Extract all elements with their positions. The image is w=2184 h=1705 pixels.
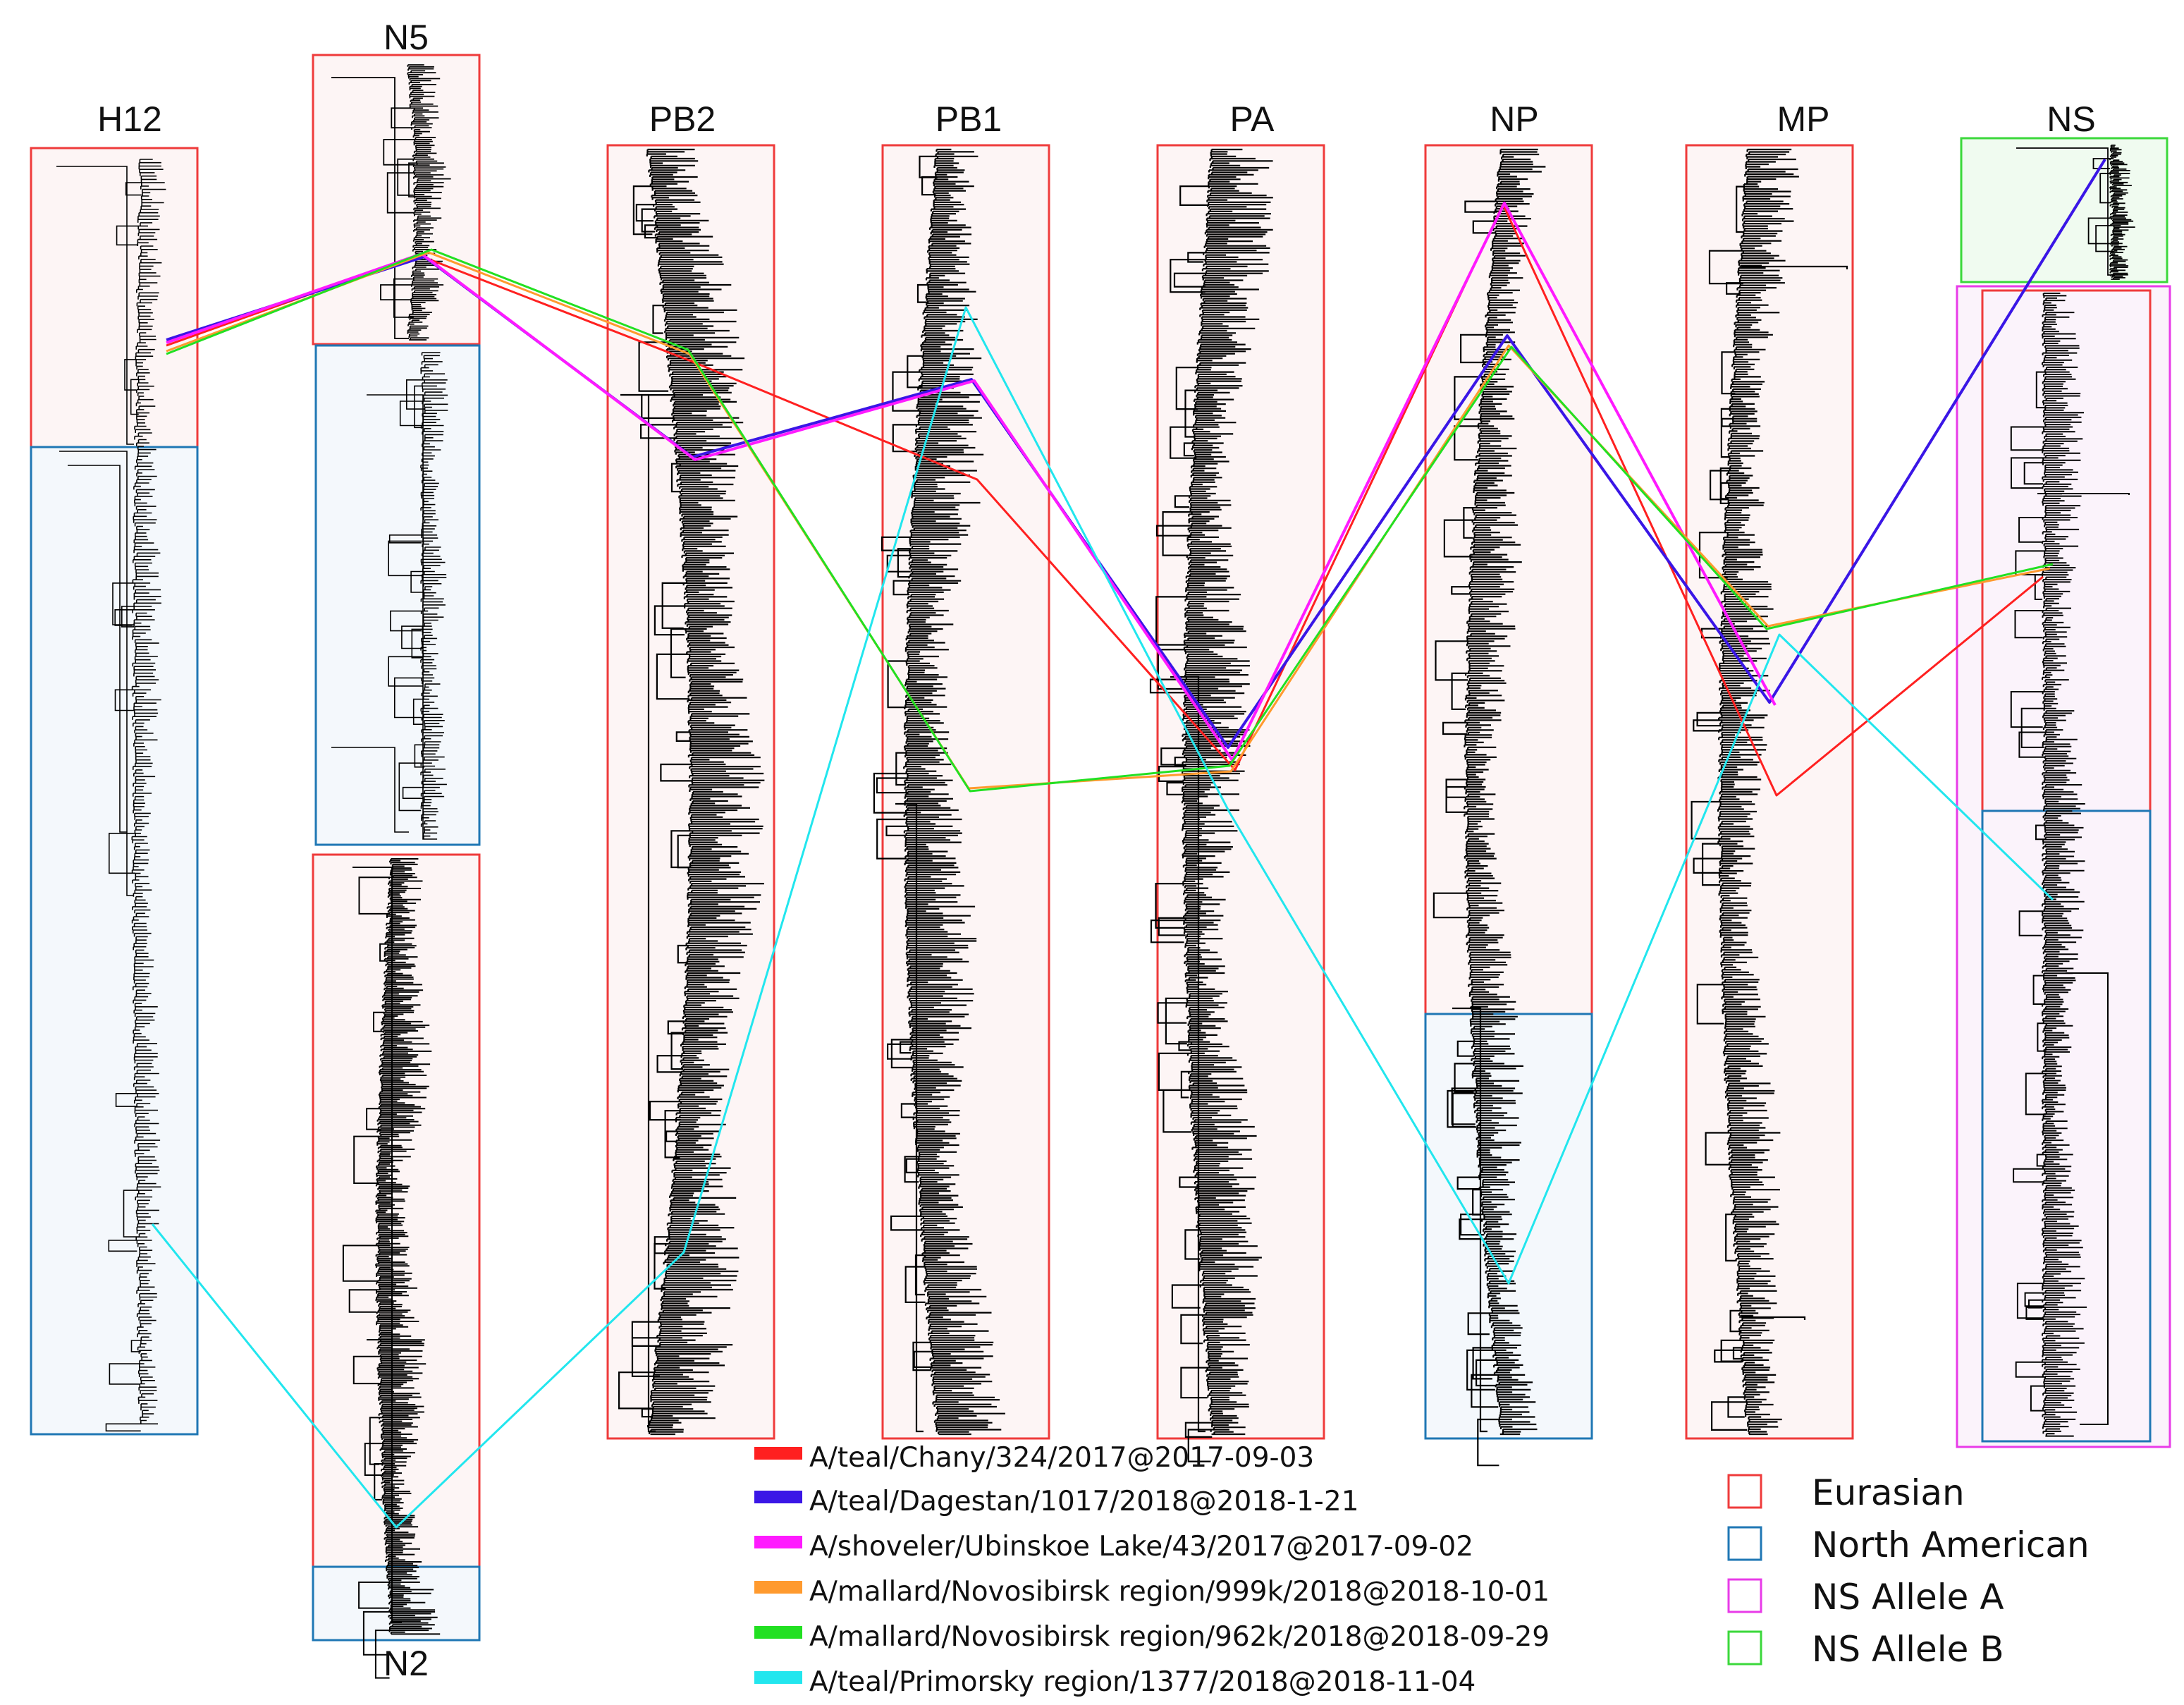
h12-eurasian-box <box>30 147 199 448</box>
legend-swatch-strain-6 <box>754 1671 802 1684</box>
h12-north-american-box <box>30 446 199 1436</box>
strain-track-4 <box>166 251 2051 790</box>
segment-title-n5: N5 <box>384 18 429 57</box>
n5-eurasian-box <box>312 54 481 346</box>
legend-label-strain-2: A/teal/Dagestan/1017/2018@2018-1-21 <box>809 1486 1359 1517</box>
n5-north-american-box <box>314 344 481 846</box>
segment-title-n2: N2 <box>384 1644 429 1683</box>
tree-n5-eurasian-branches <box>331 64 451 341</box>
strain-track-1 <box>166 203 2044 797</box>
tree-ns-allele-b-branches <box>2016 145 2135 280</box>
legend-label-strain-5: A/mallard/Novosibirsk region/962k/2018@2… <box>809 1621 1550 1653</box>
tree-pb2 <box>618 148 765 1436</box>
tree-n2 <box>342 858 441 1679</box>
segment-title-pb1: PB1 <box>935 99 1002 139</box>
legend-swatch-strain-2 <box>754 1491 802 1503</box>
tree-mp <box>1691 148 1848 1436</box>
ns-allele-b-box <box>1960 137 2168 283</box>
mp-eurasian-box <box>1685 144 1854 1440</box>
segment-title-h12: H12 <box>97 99 162 139</box>
tree-np <box>1433 148 1546 1467</box>
tree-ns-allele-b <box>2016 145 2135 280</box>
tree-h12-branches <box>56 159 166 1432</box>
tree-pb1-branches <box>873 148 1005 1436</box>
key-label-ns-allele-b: NS Allele B <box>1812 1629 2004 1670</box>
key-label-north-american: North American <box>1812 1524 2090 1565</box>
segment-title-pa: PA <box>1230 99 1275 139</box>
tree-pb2-branches <box>618 148 765 1436</box>
tree-ns-allele-a-branches <box>2010 293 2130 1437</box>
legend-swatch-strain-1 <box>754 1447 802 1460</box>
n2-eurasian-box <box>312 853 481 1568</box>
key-label-ns-allele-a: NS Allele A <box>1812 1577 2004 1618</box>
strain-track-6 <box>151 306 2054 1529</box>
tree-ns-allele-a <box>2010 293 2130 1437</box>
legend-label-strain-6: A/teal/Primorsky region/1377/2018@2018-1… <box>809 1666 1476 1698</box>
np-eurasian-box <box>1424 144 1593 1015</box>
key-swatch-eurasian <box>1727 1474 1762 1509</box>
segment-titles: H12 N5 N2 PB2 PB1 PA NP MP NS <box>97 18 2096 1683</box>
legend-swatch-strain-5 <box>754 1626 802 1639</box>
key-swatch-ns-allele-a <box>1727 1578 1762 1613</box>
clade-key: Eurasian North American NS Allele A NS A… <box>1727 1472 2090 1670</box>
legend-label-strain-3: A/shoveler/Ubinskoe Lake/43/2017@2017-09… <box>809 1531 1473 1563</box>
segment-title-ns: NS <box>2047 99 2095 139</box>
segment-title-pb2: PB2 <box>649 99 716 139</box>
strain-track-5 <box>166 248 2054 793</box>
legend-swatch-strain-4 <box>754 1581 802 1594</box>
tree-pa-branches <box>1149 148 1273 1462</box>
tree-n5-north-american <box>331 352 448 840</box>
legend-label-strain-1: A/teal/Chany/324/2017@2017-09-03 <box>809 1442 1314 1474</box>
segment-title-mp: MP <box>1777 99 1830 139</box>
tree-n2-branches <box>342 858 441 1679</box>
key-label-eurasian: Eurasian <box>1812 1472 1965 1513</box>
tree-np-branches <box>1433 148 1546 1467</box>
tree-pa <box>1149 148 1273 1462</box>
tree-n5-eurasian <box>331 64 451 341</box>
key-swatch-ns-allele-b <box>1727 1630 1762 1666</box>
key-swatch-north-american <box>1727 1526 1762 1561</box>
tree-n5-north-american-branches <box>331 352 448 840</box>
tree-mp-branches <box>1691 148 1848 1436</box>
phylogenetic-trees <box>56 64 2135 1679</box>
strain-tracks <box>151 158 2106 1529</box>
legend-label-strain-4: A/mallard/Novosibirsk region/999k/2018@2… <box>809 1576 1550 1608</box>
clade-boxes <box>30 54 2171 1642</box>
strain-legend: A/teal/Chany/324/2017@2017-09-03 A/teal/… <box>754 1442 1550 1698</box>
segment-title-np: NP <box>1490 99 1538 139</box>
legend-swatch-strain-3 <box>754 1536 802 1548</box>
tree-h12 <box>56 159 166 1432</box>
tree-pb1 <box>873 148 1005 1436</box>
